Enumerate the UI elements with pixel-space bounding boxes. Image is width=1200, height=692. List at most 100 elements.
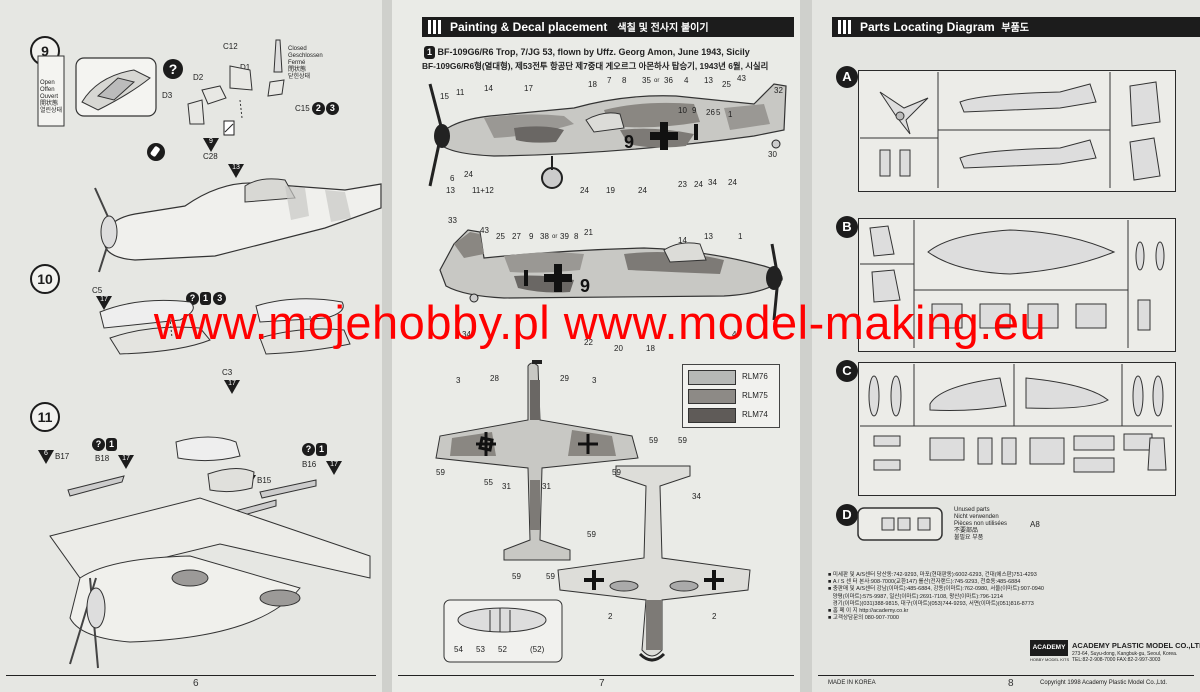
watermark-text: www.mojehobby.pl www.model-making.eu (153, 296, 1047, 349)
paint-triangle: 9 (203, 138, 219, 152)
glue-icon (147, 143, 165, 161)
profile-right-drawing: 9 (439, 229, 783, 321)
callout-number: 17 (524, 84, 533, 93)
page-number: 6 (193, 678, 199, 689)
callout-number: 28 (490, 374, 499, 383)
callout-number: 10 (678, 106, 687, 115)
footer-rule (398, 675, 794, 676)
callout-number: 9 (692, 106, 697, 115)
cement-icon (223, 120, 235, 136)
callout-number: 24 (580, 186, 589, 195)
callout-number: 59 (436, 468, 445, 477)
callout-number: 19 (606, 186, 615, 195)
callout-number: 11+12 (472, 186, 494, 195)
sprue-section-d: D (836, 504, 858, 526)
callout-number: or (654, 78, 660, 84)
callout-number: 15 (440, 92, 449, 101)
scheme-number: 1 (424, 46, 435, 59)
sprue-section-a: A (836, 66, 858, 88)
callout-number: 30 (768, 150, 777, 159)
callout-number: 59 (512, 572, 521, 581)
callout-number: 59 (612, 468, 621, 477)
callout-number: 29 (560, 374, 569, 383)
paint-triangle: 13 (228, 164, 244, 178)
callout-number: 55 (484, 478, 493, 487)
callout-number: 20 (614, 344, 623, 353)
callout-number: 53 (476, 645, 485, 654)
callout-number: 9 (529, 232, 534, 241)
paint-color-marker: 3 (325, 102, 339, 115)
question-icon: ? (163, 59, 183, 79)
color-swatch (688, 408, 736, 423)
callout-number: 8 (622, 76, 627, 85)
page-gutter (382, 0, 392, 692)
callout-number: 4 (732, 330, 737, 339)
part-label: C5 (92, 286, 103, 295)
callout-number: 3 (592, 376, 597, 385)
unused-part-code: A8 (1030, 520, 1040, 529)
paint-color-marker: 1 (200, 292, 211, 305)
part-label: C28 (203, 152, 218, 161)
paint-triangle: 17 (96, 296, 112, 310)
callout-number: 39 (560, 232, 569, 241)
callout-number: 32 (774, 86, 783, 95)
callout-number: 31 (542, 482, 551, 491)
paint-color-marker: 3 (213, 292, 227, 305)
step-number: 11 (30, 402, 60, 432)
footer-rule (6, 675, 376, 676)
logo-subtitle: HOBBY MODEL KITS (1030, 657, 1070, 662)
callout-number: 3 (456, 376, 461, 385)
callout-number: 25 (496, 232, 505, 241)
callout-number: 14 (484, 84, 493, 93)
svg-text:?: ? (169, 61, 178, 77)
paint-color-marker: 1 (106, 438, 117, 451)
callout-number: 13 (704, 232, 713, 241)
paint-triangle: 17 (118, 455, 134, 469)
color-swatch (688, 389, 736, 404)
callout-number: 31 (502, 482, 511, 491)
sprue-c-parts (860, 364, 1172, 473)
page-gutter (800, 0, 812, 692)
company-address: 273-64, Suyu-dong, Kangbuk-gu, Seoul, Ko… (1072, 651, 1178, 663)
callout-number: 6 (450, 174, 455, 183)
unused-parts-note: Unused parts Nicht verwenden Pièces non … (954, 507, 1008, 541)
part-label: B17 (55, 452, 70, 461)
part-label: B16 (302, 460, 317, 469)
part-label: D1 (240, 63, 251, 72)
step-number: 10 (30, 264, 60, 294)
callout-number: 1 (728, 110, 733, 119)
callout-number: 18 (646, 344, 655, 353)
paint-triangle: 6 (38, 450, 54, 464)
callout-number: 2 (712, 612, 717, 621)
footer-rule (818, 675, 1194, 676)
drop-tank-drawing (99, 298, 351, 355)
callout-number: 11 (456, 88, 465, 97)
color-swatch (688, 370, 736, 385)
callout-number: 21 (584, 228, 593, 237)
callout-number: 8 (574, 232, 579, 241)
callout-number: 24 (464, 170, 473, 179)
fuselage-drawing (94, 178, 382, 273)
callout-number: 34 (462, 330, 471, 339)
service-center-info: ■ 미세판 및 A/S센터 당산동:742-9293, 마포(현대판동):600… (828, 572, 1044, 622)
question-icon: ? (92, 438, 105, 451)
callout-number: (52) (530, 645, 545, 654)
sprue-d-parts (857, 507, 943, 541)
part-label: C3 (222, 368, 233, 377)
callout-number: or (552, 234, 558, 240)
plan-bottom-drawing (557, 465, 751, 662)
part-label: D3 (162, 91, 173, 100)
paint-color-marker: 2 (311, 102, 325, 115)
callout-number: 59 (678, 436, 687, 445)
page-number: 7 (599, 678, 605, 689)
paint-triangle: 17 (326, 461, 342, 475)
callout-number: 34 (708, 178, 717, 187)
sprue-frame-a (858, 70, 1176, 192)
paint-color-marker: 1 (316, 443, 327, 456)
sprue-section-c: C (836, 360, 858, 382)
canopy-parts-drawing (187, 39, 285, 125)
company-name: ACADEMY PLASTIC MODEL CO.,LTD. (1072, 641, 1200, 650)
callout-number: 24 (728, 178, 737, 187)
sprue-b-parts (860, 220, 1165, 348)
